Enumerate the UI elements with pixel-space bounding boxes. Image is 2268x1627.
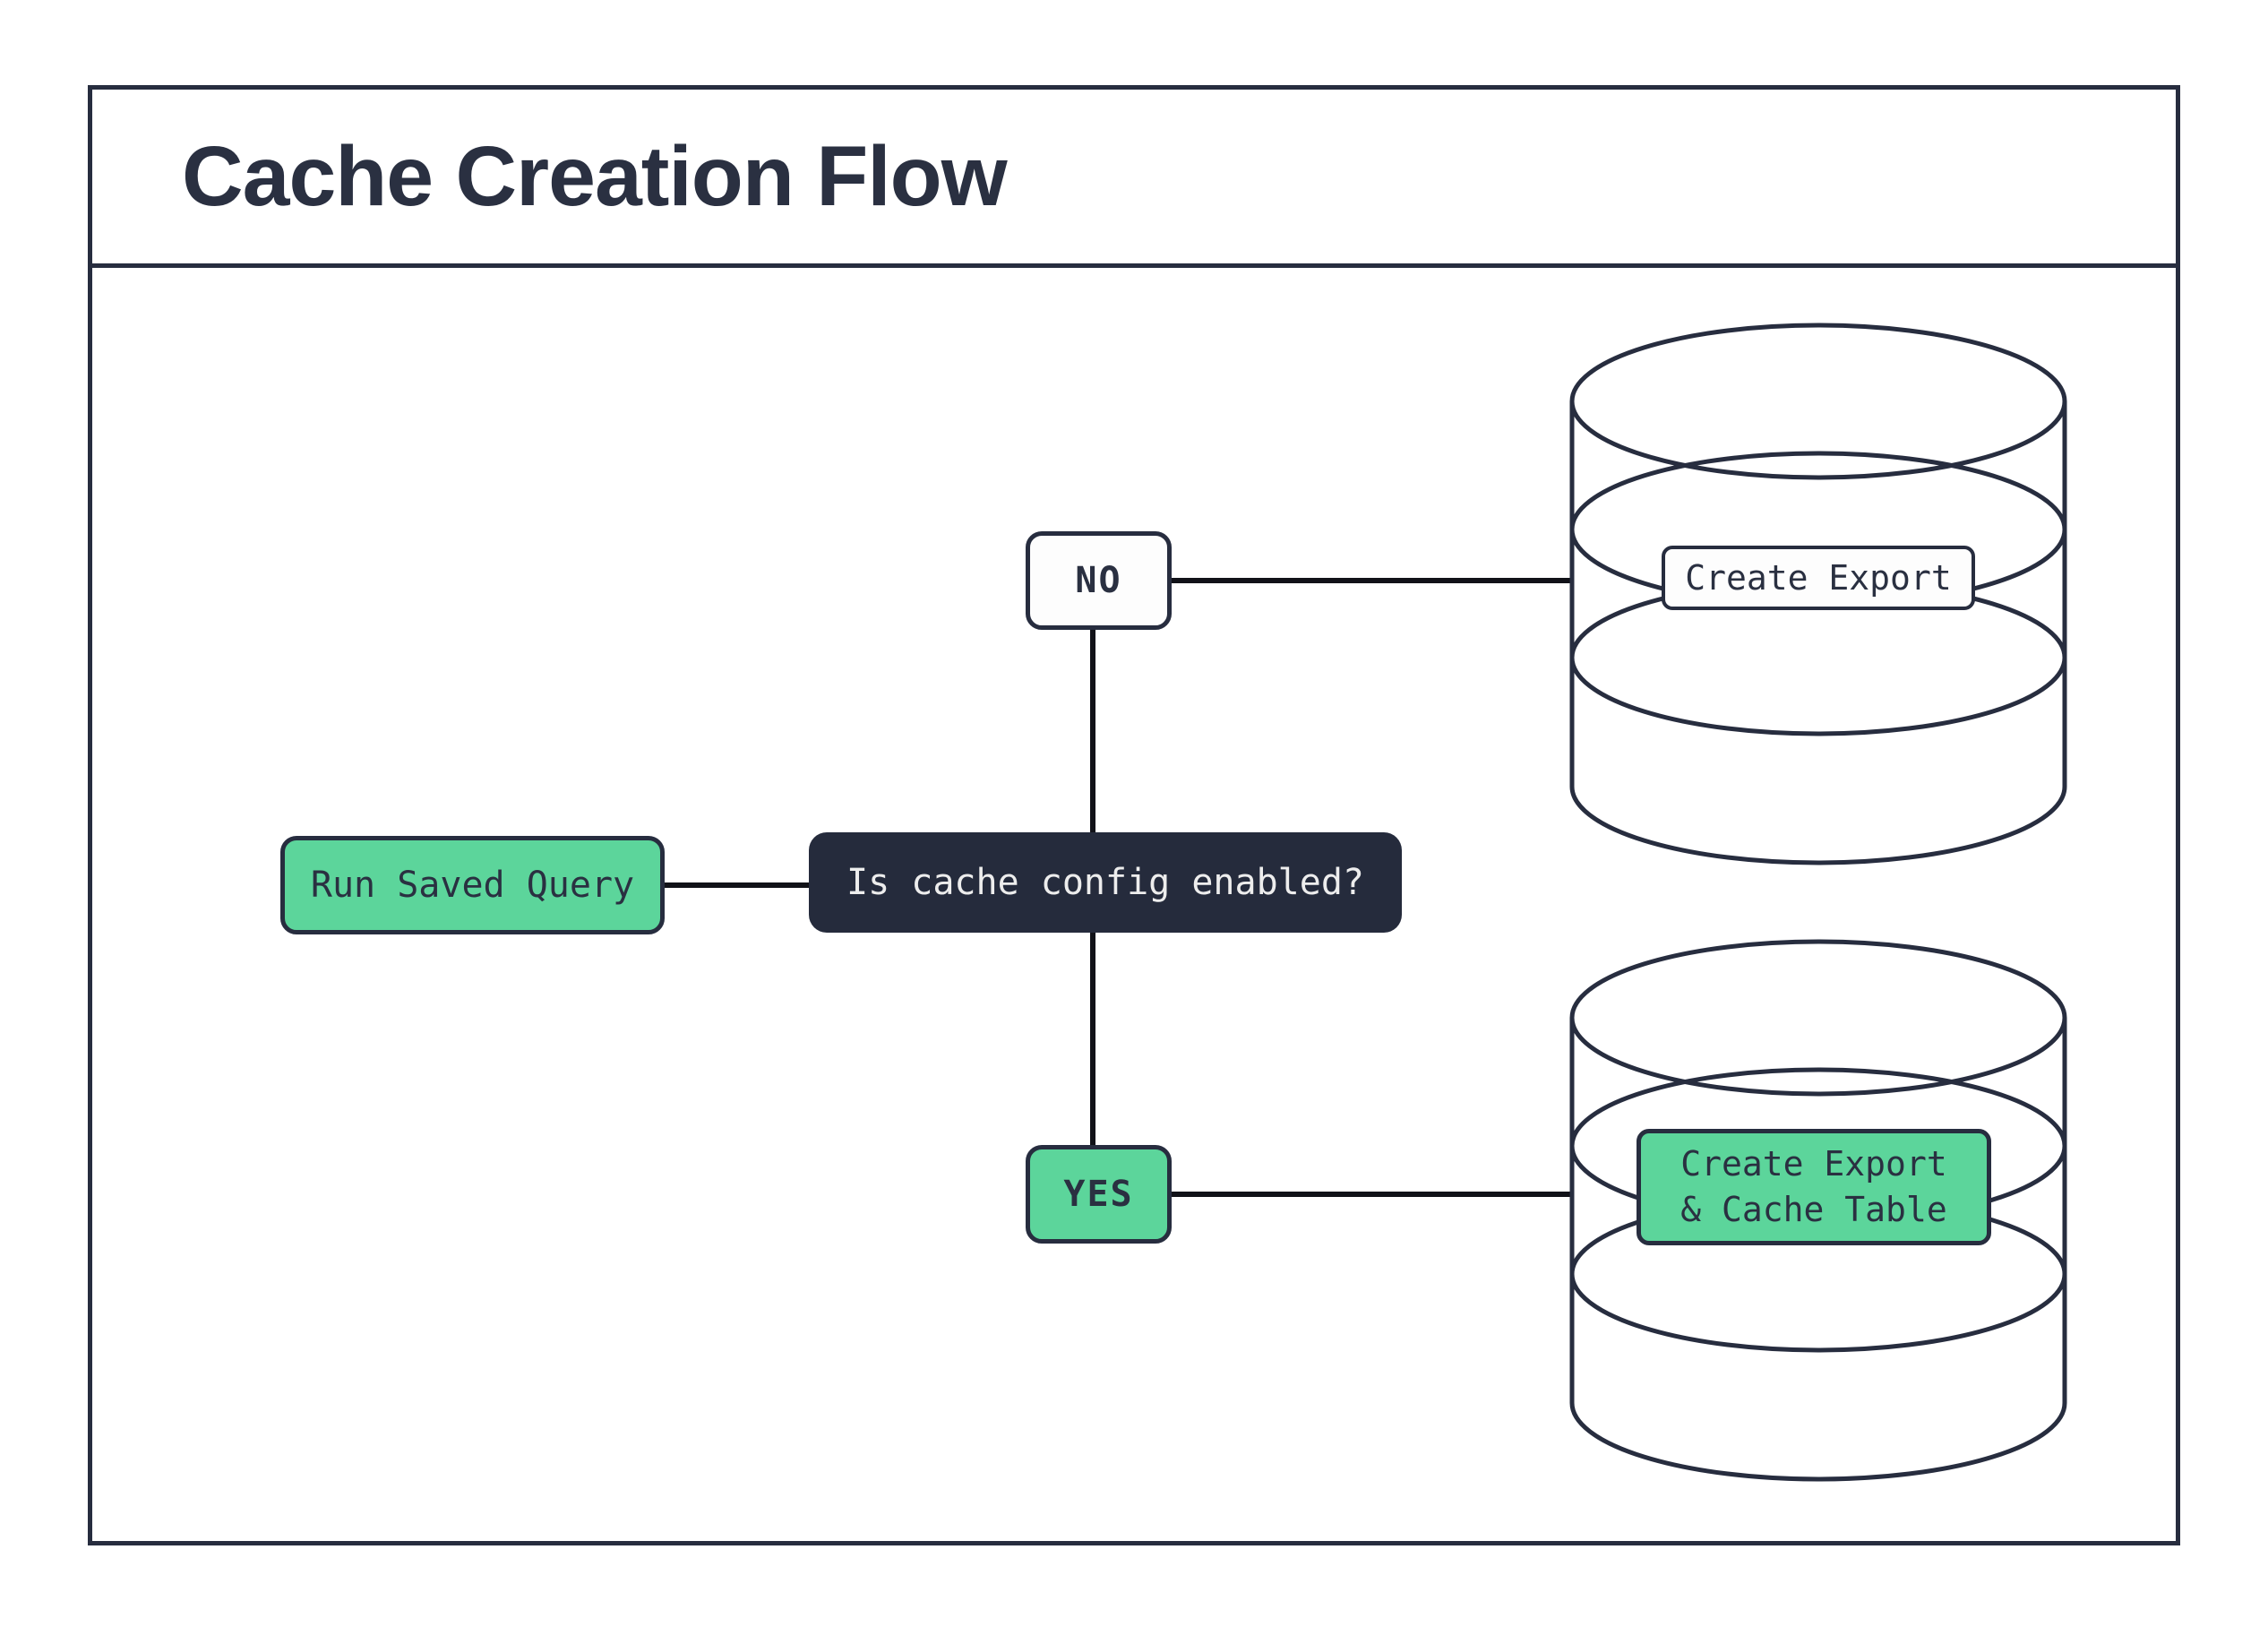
node-decision-cache-config: Is cache config enabled? [809,832,1402,933]
cylinder-top-ellipse [1569,939,2067,1097]
database-icon [1569,939,2067,1482]
diagram-header: Cache Creation Flow [92,90,2176,268]
node-create-export: Create Export [1662,546,1975,610]
node-branch-no: NO [1026,531,1172,630]
node-run-saved-query: Run Saved Query [280,836,665,934]
cylinder-bottom-arc [1569,1402,2067,1482]
cylinder-top-ellipse [1569,323,2067,480]
node-create-export-cache-table: Create Export & Cache Table [1637,1129,1991,1245]
page-title: Cache Creation Flow [182,128,1008,224]
cylinder-bottom-arc [1569,786,2067,865]
node-branch-yes: YES [1026,1145,1172,1244]
diagram-frame: Cache Creation Flow [88,85,2180,1545]
